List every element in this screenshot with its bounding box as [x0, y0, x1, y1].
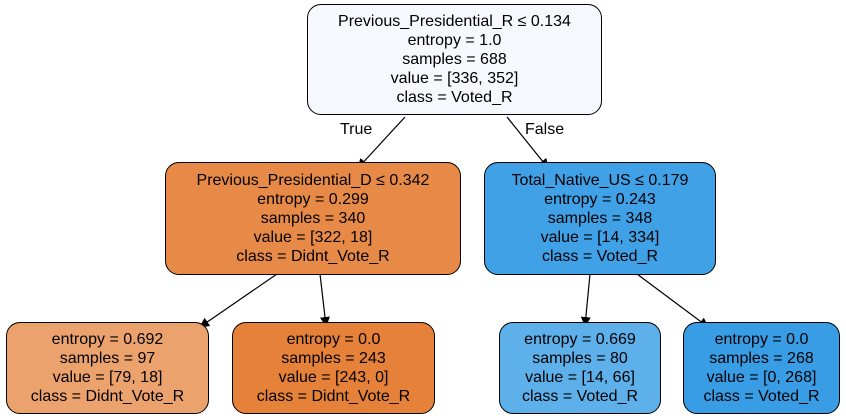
- tree-node-right: Total_Native_US ≤ 0.179 entropy = 0.243 …: [484, 162, 716, 275]
- node-entropy: entropy = 0.243: [544, 191, 656, 208]
- node-value: value = [243, 0]: [278, 369, 389, 386]
- node-value: value = [14, 66]: [525, 369, 635, 386]
- edge-right-rr: [636, 273, 709, 328]
- node-samples: samples = 340: [260, 210, 366, 227]
- tree-leaf-right-right: entropy = 0.0 samples = 268 value = [0, …: [683, 322, 840, 414]
- node-value: value = [0, 268]: [706, 369, 817, 386]
- edge-left-lr: [319, 273, 330, 327]
- node-entropy: entropy = 0.692: [51, 331, 164, 348]
- node-entropy: entropy = 1.0: [407, 32, 502, 49]
- tree-node-root: Previous_Presidential_R ≤ 0.134 entropy …: [307, 4, 602, 115]
- node-entropy: entropy = 0.0: [714, 331, 809, 348]
- node-entropy: entropy = 0.669: [524, 331, 636, 348]
- node-class: class = Voted_R: [521, 388, 639, 405]
- node-split-condition: Previous_Presidential_R ≤ 0.134: [338, 13, 571, 30]
- tree-leaf-right-left: entropy = 0.669 samples = 80 value = [14…: [499, 322, 661, 414]
- node-class: class = Didnt_Vote_R: [236, 248, 390, 265]
- node-value: value = [336, 352]: [390, 70, 519, 87]
- node-value: value = [322, 18]: [253, 229, 373, 246]
- node-value: value = [14, 334]: [540, 229, 660, 246]
- node-samples: samples = 80: [532, 350, 628, 367]
- edge-root-left: [357, 116, 406, 169]
- edge-left-ll: [199, 273, 278, 328]
- node-class: class = Didnt_Vote_R: [30, 388, 185, 405]
- node-split-condition: Previous_Presidential_D ≤ 0.342: [196, 172, 430, 189]
- tree-leaf-left-left: entropy = 0.692 samples = 97 value = [79…: [6, 322, 209, 414]
- edge-root-right: [506, 116, 549, 169]
- node-class: class = Didnt_Vote_R: [256, 388, 411, 405]
- node-split-condition: Total_Native_US ≤ 0.179: [511, 172, 689, 189]
- node-value: value = [79, 18]: [52, 369, 163, 386]
- tree-leaf-left-right: entropy = 0.0 samples = 243 value = [243…: [232, 322, 435, 414]
- edge-label-false: False: [525, 121, 565, 138]
- node-class: class = Voted_R: [396, 89, 513, 106]
- node-samples: samples = 348: [547, 210, 653, 227]
- node-entropy: entropy = 0.299: [257, 191, 369, 208]
- node-entropy: entropy = 0.0: [286, 331, 381, 348]
- edge-right-rl: [580, 273, 591, 327]
- node-class: class = Voted_R: [541, 248, 659, 265]
- node-class: class = Voted_R: [703, 388, 820, 405]
- tree-node-left: Previous_Presidential_D ≤ 0.342 entropy …: [165, 162, 461, 275]
- node-samples: samples = 268: [709, 350, 814, 367]
- node-samples: samples = 97: [59, 350, 156, 367]
- edge-label-true: True: [340, 121, 373, 138]
- node-samples: samples = 688: [402, 51, 507, 68]
- node-samples: samples = 243: [281, 350, 386, 367]
